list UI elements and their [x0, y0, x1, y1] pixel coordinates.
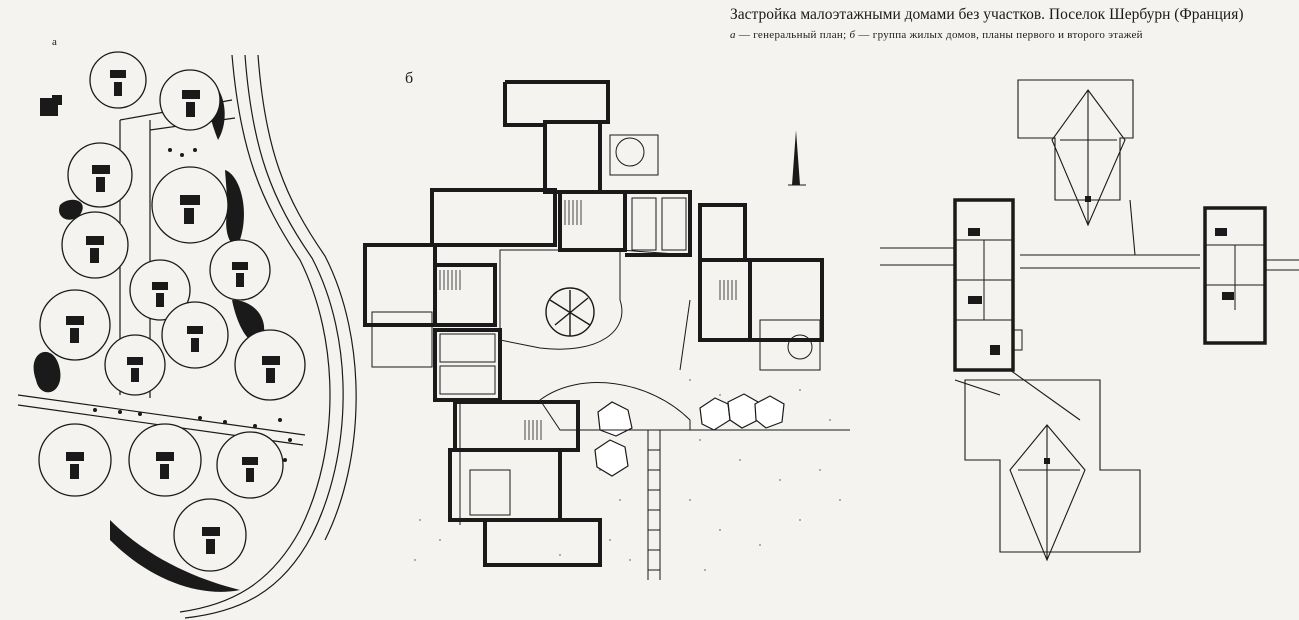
- courtyard: [499, 249, 623, 350]
- site-plan-houses: [40, 70, 280, 554]
- courtyard-tree: [545, 287, 595, 337]
- north-arrow-icon: [788, 130, 806, 186]
- walkway: [560, 429, 850, 580]
- caption-title: Застройка малоэтажными домами без участк…: [730, 6, 1244, 23]
- panel-label-a: а: [52, 36, 57, 48]
- legend-text-b: — группа жилых домов, планы первого и вт…: [858, 29, 1143, 41]
- upper-floor-walls: [953, 198, 1267, 372]
- building-walls: [363, 80, 824, 567]
- roof-outlines: [880, 79, 1299, 562]
- upper-floor-fixtures: [968, 196, 1234, 464]
- interior-lines: [371, 134, 821, 525]
- legend-text-a: — генеральный план;: [738, 29, 847, 41]
- stair-hatching: [439, 200, 737, 440]
- site-plan-trees: [93, 148, 292, 462]
- garden-stones: [594, 393, 785, 477]
- figure-caption: Застройка малоэтажными домами без участк…: [730, 6, 1265, 41]
- upper-floor-rooms: [955, 239, 1265, 351]
- caption-legend: а — генеральный план; б — группа жилых д…: [730, 29, 1265, 41]
- panel-label-b: б: [405, 70, 414, 87]
- legend-key-b: б: [849, 29, 856, 41]
- legend-key-a: а: [730, 29, 736, 41]
- lower-courtyard: [539, 382, 691, 431]
